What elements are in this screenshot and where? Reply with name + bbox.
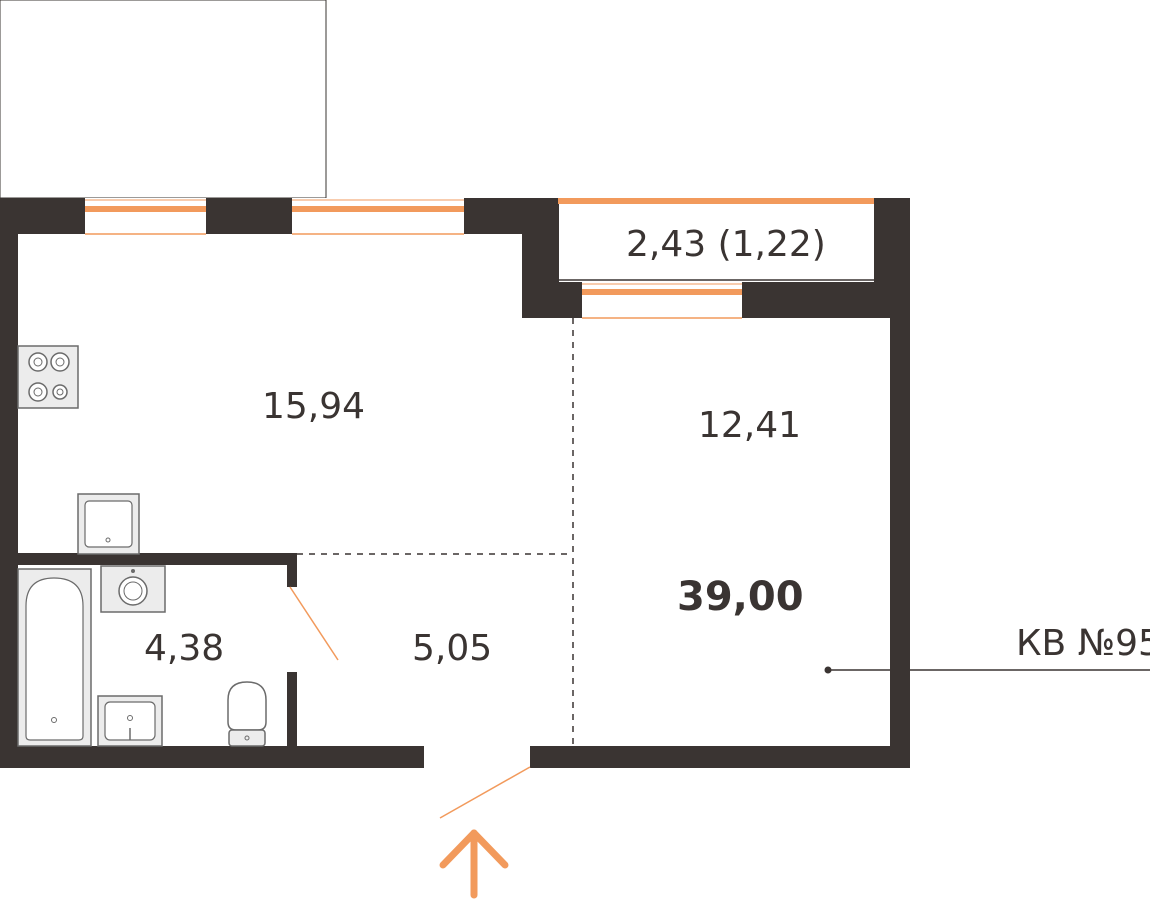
apartment-number-label: КВ №95 [1016,623,1150,664]
bathroom-area-label: 4,38 [144,628,225,669]
doors [289,586,531,819]
bathtub-icon [17,568,92,747]
hall-area-label: 5,05 [412,628,493,669]
bedroom-area-label: 12,41 [698,405,802,446]
washing-machine-icon [100,565,166,613]
total-area-label: 39,00 [677,574,804,620]
adjacent-structure-outline [0,0,327,199]
toilet-icon [227,681,267,747]
sink-icon [77,493,140,555]
zone-boundaries [297,318,574,746]
bathroom-sink-icon [97,695,163,747]
entrance-arrow-icon [439,829,509,899]
walls [0,198,910,768]
living-kitchen-area-label: 15,94 [262,386,366,427]
apartment-label-leader [824,666,1150,674]
stove-icon [17,345,79,409]
balcony-area-label: 2,43 (1,22) [626,224,826,265]
windows [85,198,874,319]
